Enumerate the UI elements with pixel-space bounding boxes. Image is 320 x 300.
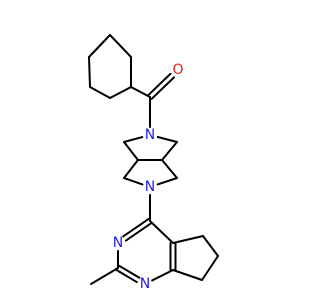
- bond-cp7-pm-c7a: [172, 269, 203, 281]
- atom-label-o1: O: [172, 62, 183, 78]
- molecule-diagram: O N N N N: [0, 0, 300, 300]
- bond-ch2-pyr4: [161, 159, 178, 179]
- bond-pm-c4a-cp5: [172, 235, 204, 244]
- bond-pm-c2-n4-b: [118, 264, 141, 279]
- bond-n1-pyr1: [123, 136, 144, 143]
- bond-pyr2-ch2: [161, 141, 178, 161]
- diagram-background: [0, 0, 300, 300]
- bond-pyr3-n2: [123, 177, 144, 186]
- bond-cp5-cp6: [202, 235, 219, 257]
- molecule-structure: O N N N N: [0, 0, 300, 300]
- atom-label-n1: N: [145, 127, 155, 143]
- bond-ch1-pyr3: [123, 159, 139, 179]
- bond-cy3-cy4: [109, 34, 132, 58]
- atom-label-n2: N: [145, 179, 155, 195]
- bond-pm-c4-n3-b: [125, 222, 153, 242]
- bond-cy5-cy6: [109, 86, 132, 99]
- bond-pm-c2-methyl: [90, 267, 119, 285]
- atom-label-n4: N: [140, 276, 150, 292]
- bond-pm-c2-n4-a: [115, 269, 138, 284]
- bond-cy6-cy1: [89, 86, 111, 99]
- bond-cy5-carbonyl-c: [130, 86, 151, 98]
- bond-carbonyl-c-o1-b: [147, 72, 172, 97]
- bond-n1-pyr2: [156, 136, 178, 143]
- bond-pyr4-n2: [156, 177, 178, 186]
- bond-pm-c4a-pm-c4: [149, 220, 174, 244]
- atom-labels-layer: O N N N N: [113, 62, 184, 292]
- bond-pm-c4-n3-a: [122, 217, 150, 238]
- bond-cy2-cy3: [88, 34, 111, 58]
- bond-cp6-cp7: [201, 255, 219, 281]
- bond-carbonyl-c-o1-a: [150, 76, 175, 100]
- bond-cy1-cy2: [88, 56, 91, 88]
- bond-n4-pm-c7a: [151, 269, 174, 282]
- bonds-layer: [88, 34, 219, 285]
- atom-label-n3: N: [113, 235, 123, 251]
- bond-pyr1-ch1: [123, 141, 139, 161]
